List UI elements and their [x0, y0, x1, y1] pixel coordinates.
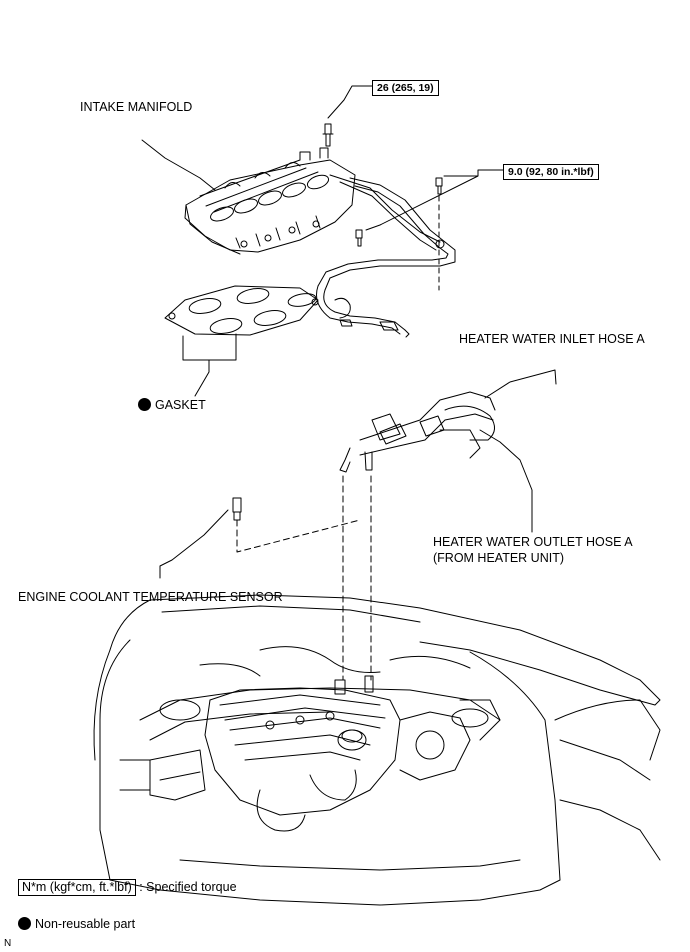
intake-manifold-drawing: [184, 147, 441, 255]
gasket-label: GASKET: [155, 398, 206, 412]
filled-circle-icon: [18, 917, 31, 930]
hose-bolts-drawing: [355, 169, 504, 291]
filled-circle-icon: [138, 398, 151, 411]
heater-inlet-hose-label: HEATER WATER INLET HOSE A: [459, 332, 645, 346]
heater-hose-drawing: [339, 369, 557, 533]
gasket-label-row: GASKET: [138, 398, 206, 413]
torque-units-box: N*m (kgf*cm, ft.*lbf): [18, 879, 136, 896]
manifold-bolt-drawing: [322, 85, 373, 147]
coolant-sensor-drawing: [159, 497, 242, 579]
torque-legend-desc: : Specified torque: [139, 880, 237, 894]
heater-outlet-hose-sublabel: (FROM HEATER UNIT): [433, 551, 565, 565]
hose-bolts-torque: 9.0 (92, 80 in.*lbf): [503, 164, 599, 180]
intake-manifold-label: INTAKE MANIFOLD: [80, 100, 193, 114]
nonreusable-legend-text: Non-reusable part: [35, 917, 136, 931]
corner-mark: N: [4, 938, 12, 949]
dashed-guides: [236, 475, 372, 681]
heater-outlet-hose-label: HEATER WATER OUTLET HOSE A: [433, 535, 633, 549]
torque-legend: N*m (kgf*cm, ft.*lbf) : Specified torque: [18, 879, 237, 896]
intake-manifold-leader: [141, 139, 216, 191]
coolant-sensor-label: ENGINE COOLANT TEMPERATURE SENSOR: [18, 590, 283, 604]
nonreusable-legend: Non-reusable part: [18, 917, 135, 932]
engine-bay-drawing: [93, 594, 661, 906]
gasket-drawing: [164, 285, 319, 397]
manifold-bolt-torque: 26 (265, 19): [372, 80, 439, 96]
heater-pipe-drawing: [316, 177, 456, 338]
